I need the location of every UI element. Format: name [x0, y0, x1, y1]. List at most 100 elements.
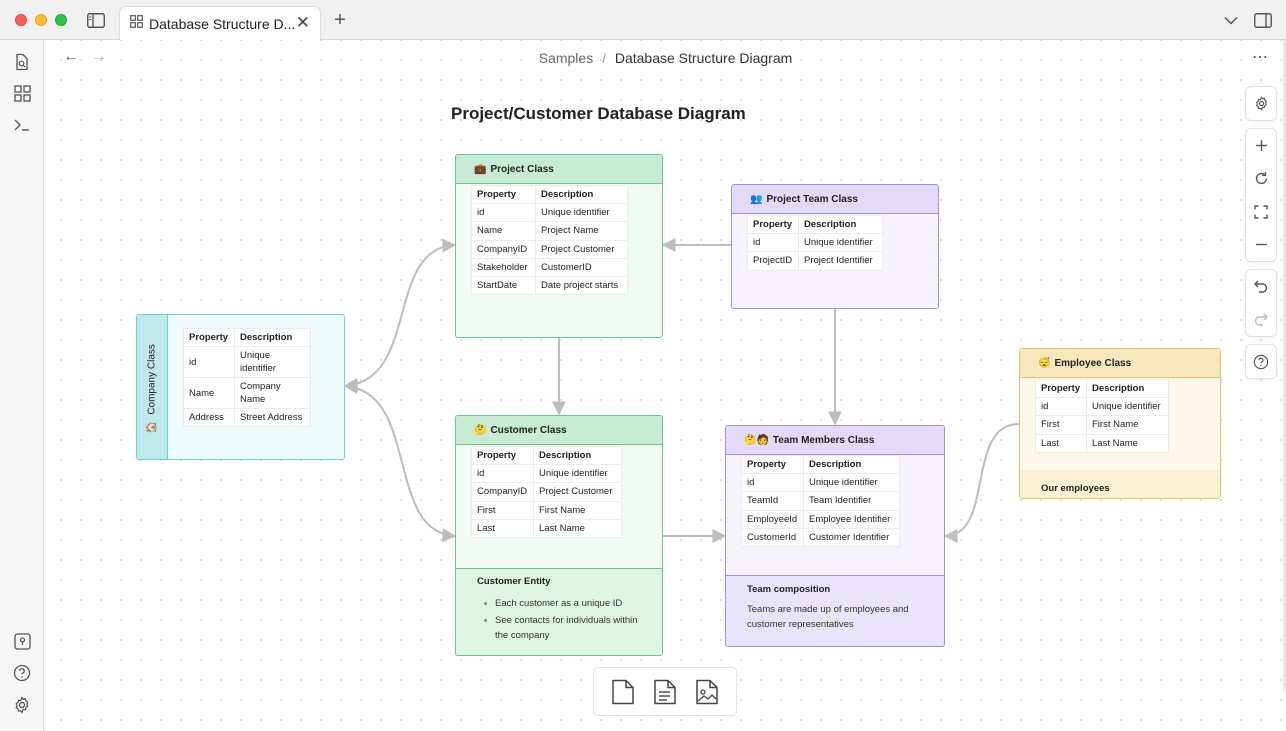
file-search-icon[interactable] — [12, 52, 32, 72]
table-cell: Employee Identifier — [803, 509, 900, 529]
customer-class-header: 🤔 Customer Class — [456, 416, 662, 445]
settings-gear-icon[interactable] — [12, 695, 32, 715]
briefcase-icon: 💼 — [474, 163, 487, 175]
column-header: Property — [1035, 378, 1087, 399]
table-cell: Company Name — [234, 377, 311, 410]
close-window-button[interactable] — [15, 14, 27, 26]
canvas-help-group — [1245, 344, 1277, 379]
forward-arrow-icon[interactable]: → — [91, 48, 107, 65]
node-title: Customer Class — [490, 424, 567, 436]
table-cell: Last — [1035, 433, 1087, 453]
zoom-out-icon[interactable] — [1246, 228, 1276, 261]
table-cell: First — [1035, 415, 1087, 435]
canvas-settings-group — [1245, 86, 1277, 121]
history-controls-group — [1245, 269, 1277, 337]
team-composition-section: Team composition Teams are made up of em… — [726, 575, 944, 646]
table-cell: CustomerID — [535, 257, 628, 277]
column-header: Description — [533, 445, 622, 466]
breadcrumb: Samples / Database Structure Diagram — [45, 50, 1286, 66]
team-members-class-header: 🤔🧑 Team Members Class — [726, 426, 944, 455]
people-icon: 👥 — [750, 193, 763, 205]
minimize-window-button[interactable] — [35, 14, 47, 26]
zoom-to-fit-icon[interactable] — [1246, 195, 1276, 228]
column-header: Property — [471, 445, 534, 466]
project-team-class-header: 👥 Project Team Class — [732, 185, 938, 214]
house-icon: 🏠 — [146, 421, 158, 434]
canvas-grid-icon[interactable] — [12, 83, 32, 103]
scrollbar-track[interactable] — [1283, 40, 1286, 691]
canvas-tab-icon — [130, 14, 143, 33]
column-header: Property — [747, 214, 799, 235]
back-arrow-icon[interactable]: ← — [63, 48, 79, 65]
sidebar-toggle-icon[interactable] — [86, 11, 106, 29]
add-note-icon[interactable] — [651, 677, 679, 707]
employee-class-header: 😴 Employee Class — [1020, 349, 1220, 378]
canvas-bottom-toolbar — [593, 667, 737, 716]
section-title: Team composition — [747, 584, 831, 595]
terminal-icon[interactable] — [12, 115, 32, 135]
table-cell: First — [471, 500, 534, 520]
column-header: Property — [741, 454, 804, 475]
table-cell: EmployeeId — [741, 509, 804, 529]
vault-icon[interactable] — [12, 631, 32, 651]
right-sidebar-toggle-icon[interactable] — [1253, 11, 1273, 29]
undo-icon[interactable] — [1246, 270, 1276, 303]
tab-database-structure[interactable]: Database Structure D... ✕ — [119, 6, 321, 40]
people-faces-icon: 🤔🧑 — [744, 434, 769, 446]
node-title: Employee Class — [1054, 357, 1132, 369]
breadcrumb-separator: / — [602, 50, 606, 66]
table-cell: Last — [471, 518, 534, 538]
close-icon[interactable]: ✕ — [295, 13, 310, 32]
zoom-window-button[interactable] — [55, 14, 67, 26]
add-media-icon[interactable] — [693, 677, 721, 707]
more-options-icon[interactable]: ⋯ — [1252, 49, 1269, 66]
employee-footer: Our employees — [1020, 470, 1220, 498]
table-cell: Project Customer — [535, 239, 628, 259]
reset-zoom-icon[interactable] — [1246, 162, 1276, 195]
chevron-down-icon[interactable] — [1222, 12, 1240, 28]
column-header: Description — [234, 327, 311, 348]
table-cell: Unique identifier — [1086, 397, 1169, 417]
table-cell: Unique identifier — [535, 203, 628, 223]
add-card-icon[interactable] — [609, 677, 637, 707]
table-cell: Name — [471, 221, 536, 241]
column-header: Description — [803, 454, 900, 475]
column-header: Description — [798, 214, 883, 235]
new-tab-icon[interactable]: + — [334, 8, 346, 31]
company-side-label: 🏠 Company Class — [147, 344, 158, 434]
redo-icon[interactable] — [1246, 303, 1276, 336]
help-icon[interactable] — [12, 663, 32, 683]
left-ribbon — [0, 40, 44, 731]
table-cell: Unique identifier — [234, 346, 311, 379]
table-cell: CompanyID — [471, 482, 534, 502]
canvas-help-icon[interactable] — [1246, 345, 1276, 378]
breadcrumb-current: Database Structure Diagram — [614, 50, 793, 66]
table-cell: TeamId — [741, 491, 804, 511]
canvas-settings-icon[interactable] — [1246, 87, 1276, 120]
zoom-in-icon[interactable] — [1246, 129, 1276, 162]
breadcrumb-parent[interactable]: Samples — [538, 50, 594, 66]
table-cell: Project Name — [535, 221, 628, 241]
